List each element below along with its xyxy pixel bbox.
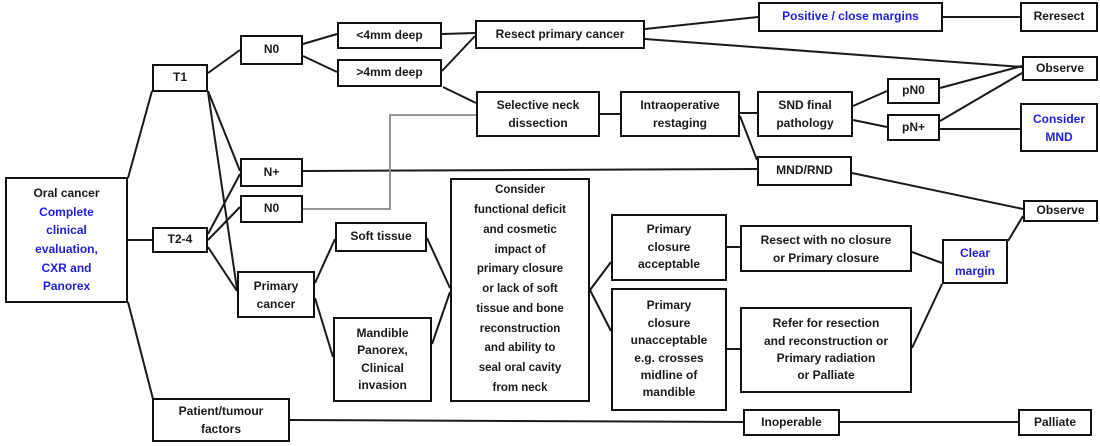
node-resect-primary-cancer: Resect primary cancer (475, 20, 645, 49)
connector-consider-acceptable (589, 261, 612, 291)
connector-t1-primarycancer (207, 91, 238, 290)
connector-sndfinal-pn0 (852, 90, 888, 107)
node-t1: T1 (152, 64, 208, 92)
connector-softtissue-consider (426, 237, 451, 289)
connector-refer-clearmargin (911, 283, 943, 349)
connector-t24-primarycancer (207, 246, 238, 292)
connector-t24-nplus (207, 173, 241, 235)
connector-primary-mandible (314, 297, 334, 358)
node-intraoperative-restaging: Intraoperative restaging (620, 91, 740, 137)
node-consider-mnd: Consider MND (1020, 103, 1098, 152)
connector-n0-selectiveneck-gray (303, 114, 476, 210)
node-n0-t24: N0 (240, 195, 303, 223)
node-n0-t1: N0 (240, 35, 303, 65)
node-resect-no-closure: Resect with no closure or Primary closur… (740, 225, 912, 272)
node-positive-close-margins: Positive / close margins (758, 2, 943, 32)
connector-lt4-resect (441, 32, 476, 35)
node-mandible-panorex: Mandible Panorex, Clinical invasion (333, 317, 432, 402)
connector-patient-inoperable (289, 419, 744, 423)
connector-mndrnd-observe2 (851, 172, 1024, 210)
connector-resect-observe (644, 38, 1023, 68)
node-n-plus: N+ (240, 158, 303, 187)
connector-oral-t1 (127, 90, 153, 179)
node-inoperable: Inoperable (743, 409, 840, 436)
node-observe-top: Observe (1022, 56, 1098, 81)
connector-oral-patient (127, 301, 154, 400)
connector-gt4-snd (442, 86, 477, 104)
node-consider-functional-deficit: Consider functional deficit and cosmetic… (450, 178, 590, 402)
node-reresect: Reresect (1020, 2, 1098, 32)
connector-clearmargin-observe2 (1007, 215, 1024, 242)
connector-resect-margins (644, 16, 759, 30)
node-mnd-rnd: MND/RND (757, 156, 852, 186)
connector-n0-gt4 (302, 55, 338, 73)
node-selective-neck-dissection: Selective neck dissection (476, 91, 600, 137)
node-oral-cancer: Oral cancer Complete clinical evaluation… (5, 177, 128, 303)
connector-pnplus-observe (939, 72, 1023, 122)
node-t2-4: T2-4 (152, 227, 208, 253)
connector-t1-nplus (207, 90, 241, 172)
node-pn-plus: pN+ (887, 114, 940, 141)
connector-t1-n0 (207, 49, 241, 74)
connector-nplus-mndrnd (302, 168, 758, 172)
node-gt4mm-deep: >4mm deep (337, 59, 442, 87)
connector-consider-unacceptable (589, 289, 612, 332)
node-primary-closure-acceptable: Primary closure acceptable (611, 214, 727, 281)
node-palliate: Palliate (1018, 409, 1092, 436)
oral-cancer-title: Oral cancer (33, 186, 100, 201)
connector-mandible-consider (431, 291, 451, 345)
node-primary-cancer: Primary cancer (237, 271, 315, 318)
connector-primary-softtissue (314, 238, 336, 284)
node-lt4mm-deep: <4mm deep (337, 22, 442, 49)
connector-n0-lt4 (302, 33, 338, 45)
connector-resectnc-clearmargin (911, 251, 943, 264)
node-observe-mid: Observe (1023, 200, 1098, 222)
node-soft-tissue: Soft tissue (335, 222, 427, 252)
connector-pn0-observe (939, 65, 1023, 89)
node-patient-tumour-factors: Patient/tumour factors (152, 398, 290, 442)
node-pn0: pN0 (887, 78, 940, 104)
node-snd-final-pathology: SND final pathology (757, 91, 853, 137)
connector-gt4-resect (441, 35, 476, 72)
node-refer-resection: Refer for resection and reconstruction o… (740, 307, 912, 393)
node-clear-margin: Clear margin (942, 239, 1008, 284)
connector-intraop-mndrnd (739, 115, 758, 161)
node-primary-closure-unacceptable: Primary closure unacceptable e.g. crosse… (611, 288, 727, 411)
oral-cancer-subtitle: Complete clinical evaluation, CXR and Pa… (35, 204, 98, 294)
connector-t24-n0 (207, 206, 241, 241)
connector-sndfinal-pnplus (852, 119, 888, 128)
